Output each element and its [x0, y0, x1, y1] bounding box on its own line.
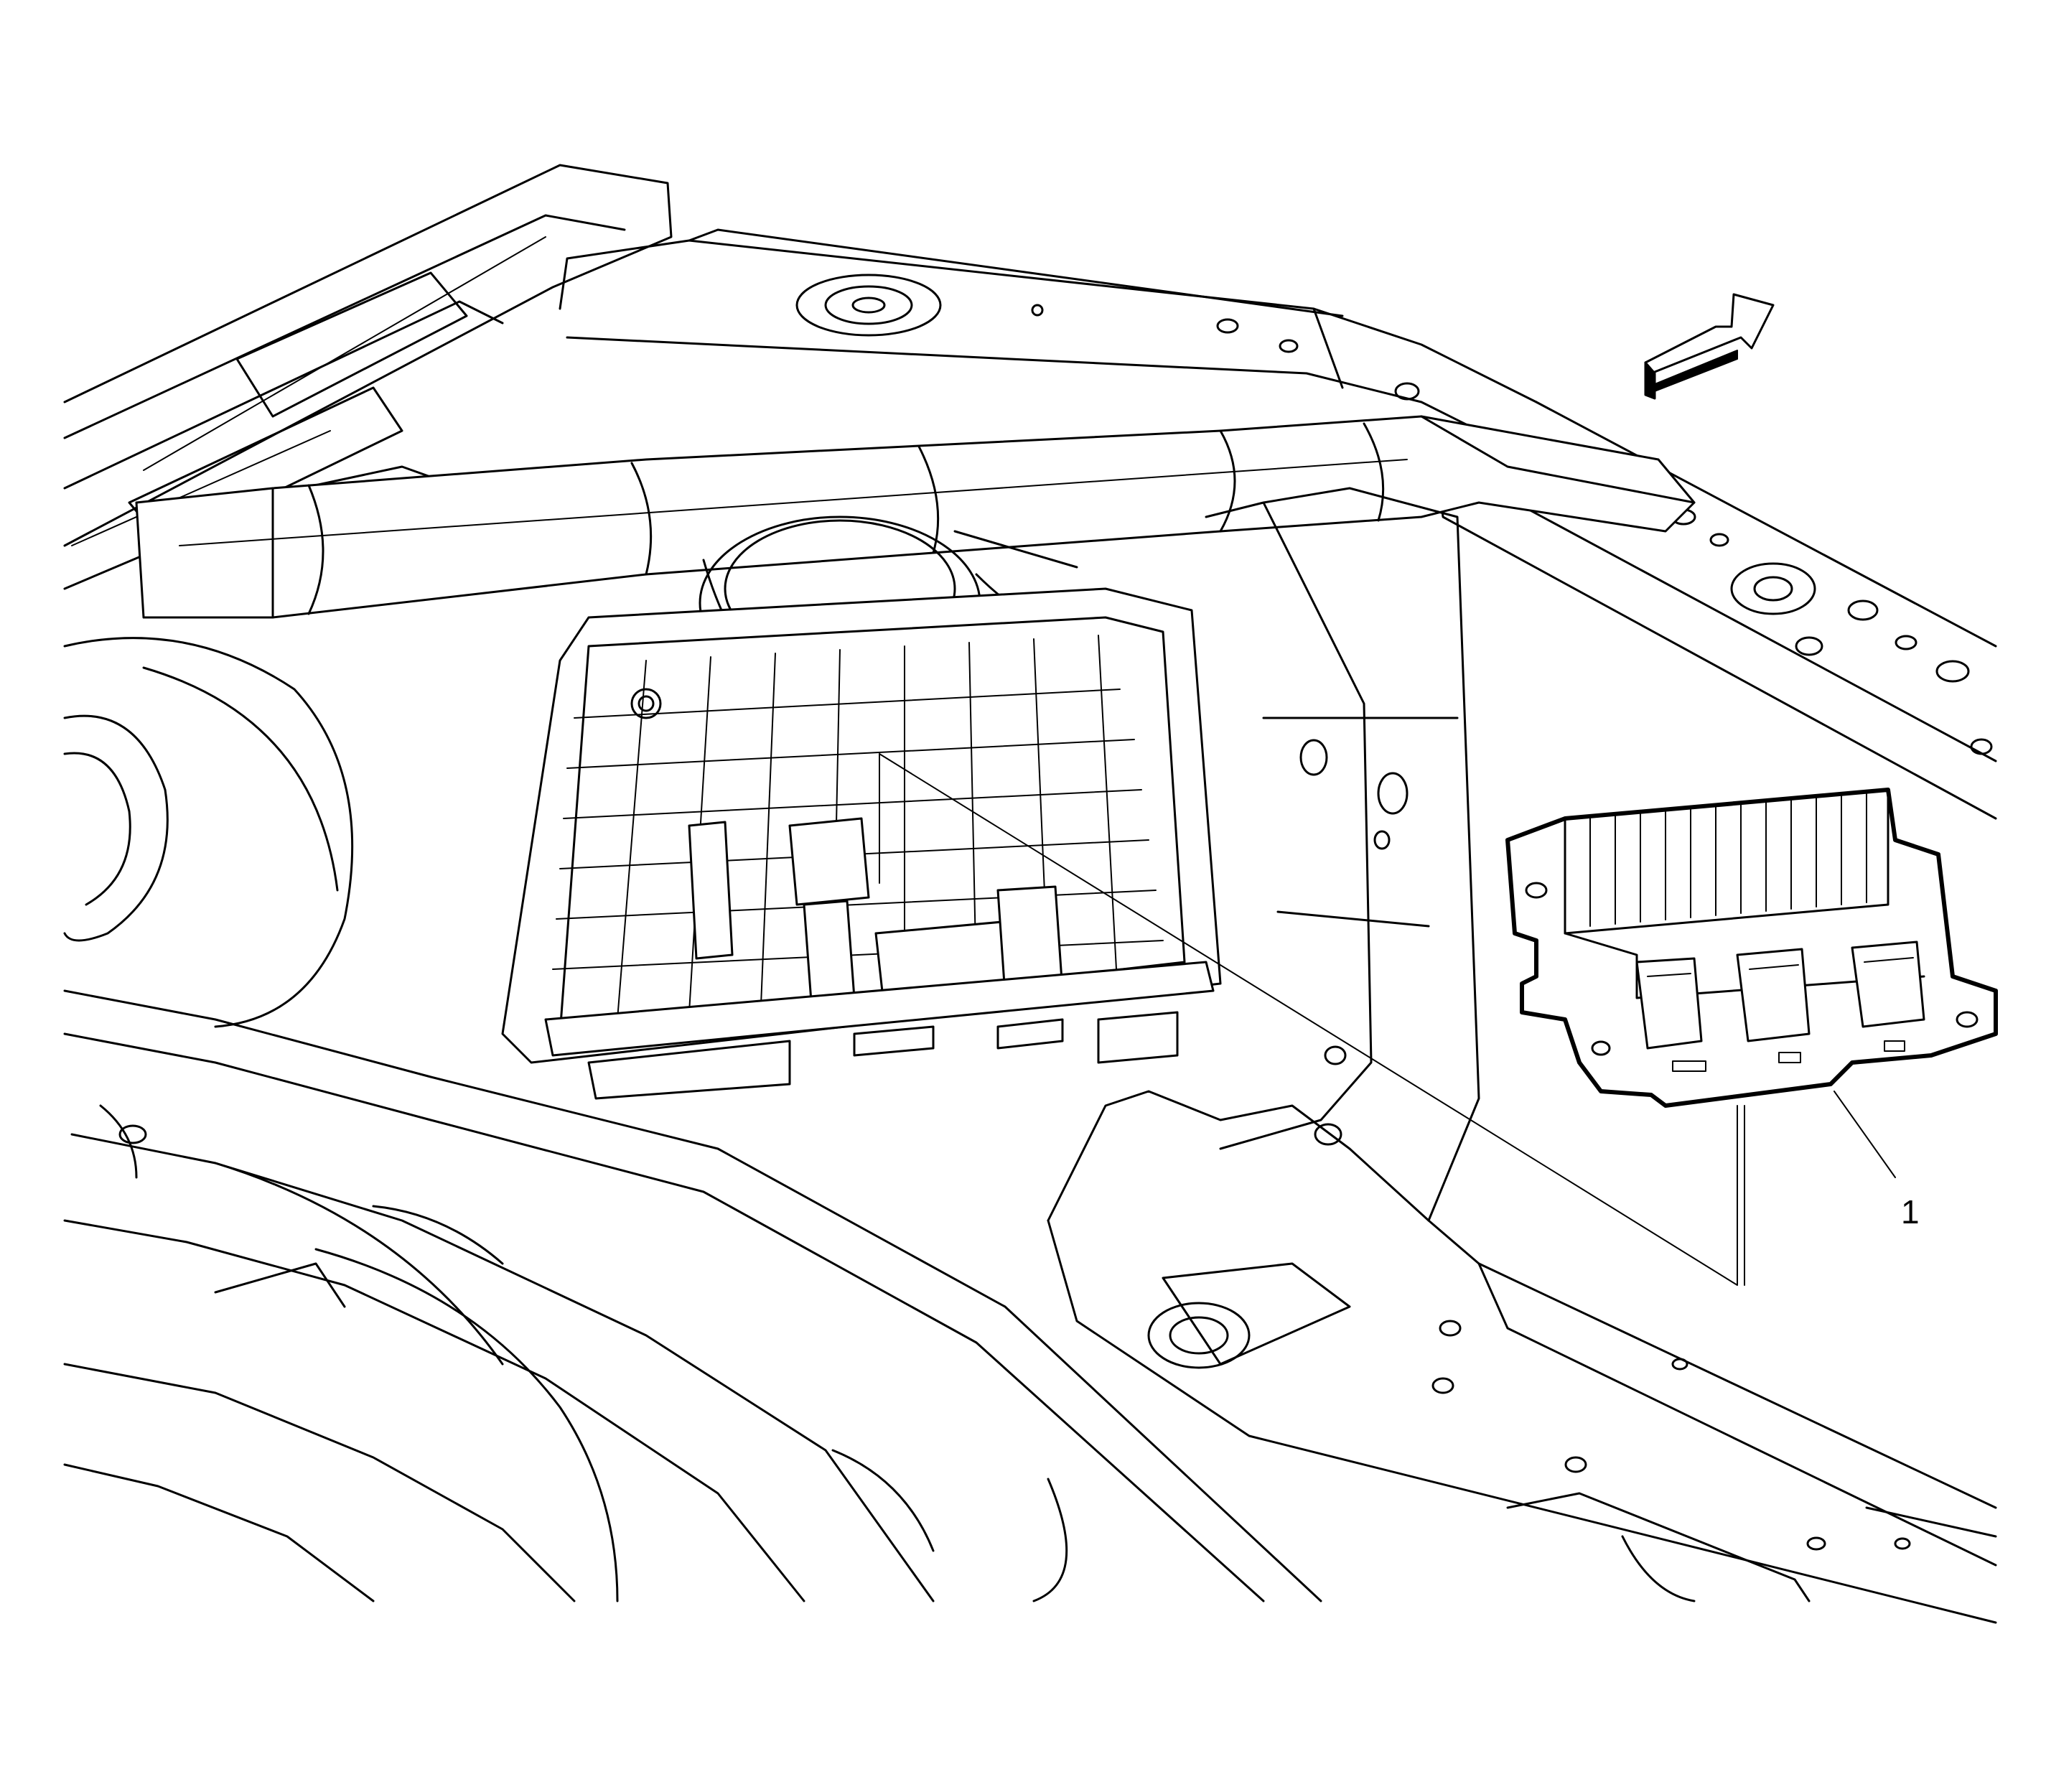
cross-tube [135, 415, 1696, 619]
heatsink-fins [1589, 792, 1867, 927]
arrow-icon [1644, 293, 1775, 400]
lower-frame [1047, 1090, 1997, 1624]
callout-label-1: 1 [1901, 1193, 1920, 1231]
lower-left-radiator [63, 989, 1322, 1602]
callout-leader-lines [879, 753, 1896, 1286]
control-module [1505, 788, 1998, 1108]
left-wheelhouse [63, 637, 354, 1028]
right-front-rail [1205, 487, 1480, 1222]
battery-tray [501, 587, 1222, 1100]
